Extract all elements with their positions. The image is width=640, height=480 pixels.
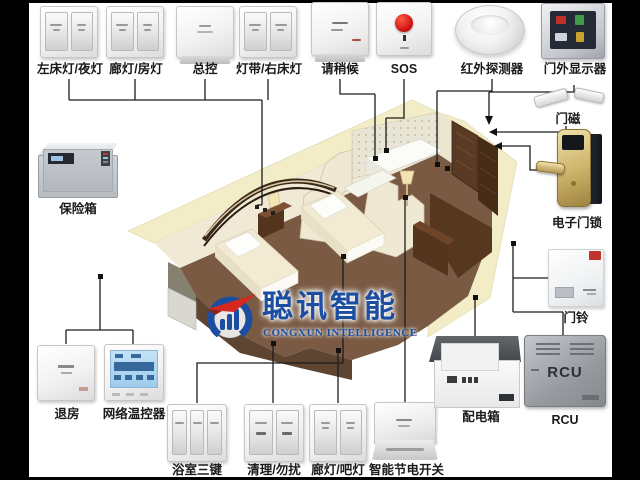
- device-label: RCU: [551, 413, 579, 427]
- device-label: 清理/勿扰: [247, 463, 301, 477]
- minibar-cabinet: [413, 225, 448, 276]
- rocker-button: [269, 12, 292, 51]
- minibar-cabinet-top: [413, 221, 455, 245]
- device-label: 廊灯/吧灯: [311, 463, 365, 477]
- device-label: 灯带/右床灯: [236, 62, 302, 76]
- device-label: 廊灯/房灯: [109, 62, 163, 76]
- device-label: 保险箱: [59, 202, 97, 216]
- safe-keypad-display: [48, 153, 74, 164]
- network-thermostat: [104, 344, 164, 401]
- light-strip-right-bed-light-switch: [239, 6, 297, 58]
- corridor-bar-light-switch: [309, 404, 367, 462]
- rocker-button: [111, 12, 134, 51]
- entrance-door: [451, 120, 479, 193]
- device-label: 配电箱: [462, 410, 500, 424]
- card-flap: [314, 54, 366, 62]
- brand-logo-icon: [207, 294, 256, 342]
- please-wait-panel: [311, 2, 369, 62]
- headboard-arc: [201, 178, 338, 247]
- brand-logo: 聪讯智能 CONGXUN INTELLIGENCE: [204, 289, 424, 351]
- sos-red-button: [395, 14, 413, 32]
- corridor-light-room-light-switch: [106, 6, 164, 58]
- rocker-button: [339, 410, 362, 455]
- infrared-detector: [455, 5, 525, 55]
- thermostat-button: [140, 393, 148, 396]
- device-label: 门外显示器: [543, 62, 607, 76]
- bedside-control-panel: [255, 205, 275, 215]
- vent-grille: [536, 343, 560, 357]
- electronic-door-lock: [535, 129, 607, 209]
- rocker-button: [314, 410, 337, 455]
- device-label: SOS: [390, 62, 418, 76]
- clean-dnd-switch: [244, 404, 304, 462]
- bed-right: [300, 190, 385, 264]
- smart-energy-saver-switch: [372, 402, 438, 462]
- door-magnet: [528, 86, 608, 110]
- door-display: [541, 3, 605, 59]
- doorbell-indicator: [589, 251, 601, 260]
- device-label: 浴室三键: [171, 463, 222, 477]
- rocker-button: [45, 12, 68, 51]
- device-label: 电子门锁: [551, 216, 602, 230]
- breaker-panel: [441, 343, 499, 371]
- brand-name-zh: 聪讯智能: [262, 289, 398, 324]
- device-label: 红外探测器: [460, 62, 524, 76]
- device-label: 智能节电开关: [369, 463, 445, 477]
- rocker-button: [70, 12, 93, 51]
- brand-name-en: CONGXUN INTELLIGENCE: [263, 327, 418, 339]
- master-control-switch: [176, 6, 234, 64]
- letterbox-left: [0, 0, 29, 480]
- power-distribution-box: [429, 336, 521, 408]
- vent-grille: [570, 343, 594, 357]
- nightstand: [258, 191, 292, 240]
- luggage-bench: [167, 287, 197, 331]
- device-label: 请稍候: [321, 62, 359, 76]
- device-label: 总控: [192, 62, 218, 76]
- card-flap: [179, 56, 231, 64]
- wardrobe: [478, 136, 498, 216]
- lock-card-reader: [562, 135, 584, 150]
- letterbox-top: [0, 0, 640, 3]
- letterbox-bottom: [0, 477, 640, 480]
- thermostat-button: [112, 393, 120, 396]
- rcu-controller: RCU: [524, 335, 606, 407]
- lock-handle: [535, 160, 566, 175]
- device-label: 门铃: [563, 311, 589, 325]
- rocker-button: [244, 12, 267, 51]
- bathroom-three-key-switch: [167, 404, 227, 462]
- device-label: 左床灯/夜灯: [37, 62, 103, 76]
- letterbox-right: [612, 0, 640, 480]
- floor-lamp: [399, 170, 415, 206]
- thermostat-lcd: [110, 350, 158, 388]
- rocker-button: [249, 410, 273, 455]
- rocker-button: [275, 410, 299, 455]
- rocker-button: [136, 12, 159, 51]
- safe-box: [38, 143, 118, 198]
- device-label: 门磁: [555, 112, 581, 126]
- sos-button: [376, 2, 432, 56]
- bathroom-tile-wall: [351, 111, 439, 180]
- device-label: 网络温控器: [102, 407, 166, 421]
- checkout-switch: [37, 345, 95, 401]
- rcu-face-text: RCU: [547, 364, 583, 381]
- device-label: 退房: [54, 407, 80, 421]
- rocker-button: [189, 410, 205, 455]
- rocker-button: [172, 410, 187, 455]
- thermostat-button: [126, 393, 134, 396]
- bathroom: [299, 138, 444, 258]
- doorbell: [548, 249, 604, 307]
- left-bed-light-night-light-switch: [40, 6, 98, 58]
- rocker-button: [207, 410, 223, 455]
